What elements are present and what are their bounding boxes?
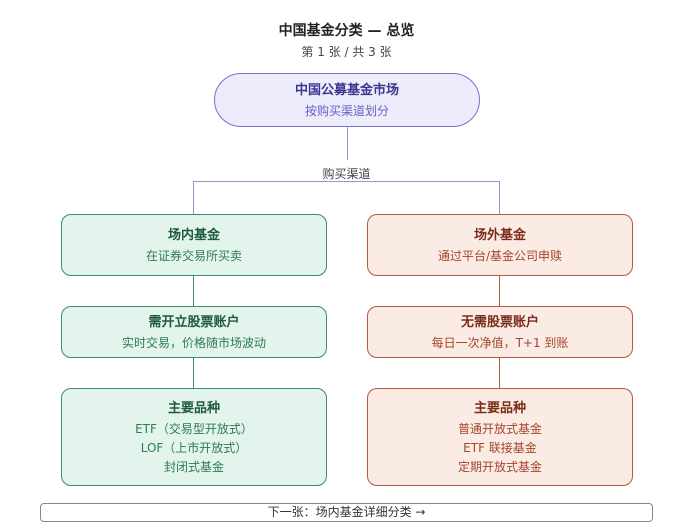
node-text: 实时交易，价格随市场波动 bbox=[121, 336, 266, 350]
root-title: 中国公募基金市场 bbox=[294, 83, 399, 98]
node-title: 场外基金 bbox=[473, 228, 526, 243]
type-item: 封闭式基金 bbox=[163, 460, 224, 474]
root-subtitle: 按购买渠道划分 bbox=[304, 104, 389, 118]
node-title: 主要品种 bbox=[473, 401, 526, 416]
type-item: LOF（上市开放式） bbox=[140, 441, 248, 455]
connector bbox=[193, 276, 194, 306]
type-item: ETF 联接基金 bbox=[463, 441, 537, 455]
connector bbox=[499, 181, 500, 214]
onexchange-types-node: 主要品种 ETF（交易型开放式） LOF（上市开放式） 封闭式基金 bbox=[61, 388, 327, 486]
type-item: ETF（交易型开放式） bbox=[135, 422, 253, 436]
page-indicator: 第 1 张 / 共 3 张 bbox=[301, 45, 392, 59]
branch-label: 购买渠道 bbox=[322, 167, 371, 181]
connector bbox=[499, 358, 500, 388]
next-slide-button[interactable]: 下一张：场内基金详细分类 → bbox=[40, 503, 653, 522]
node-text: 通过平台/基金公司申赎 bbox=[437, 249, 563, 263]
node-text: 每日一次净值，T+1 到账 bbox=[431, 336, 569, 350]
otc-types-node: 主要品种 普通开放式基金 ETF 联接基金 定期开放式基金 bbox=[367, 388, 633, 486]
node-title: 需开立股票账户 bbox=[148, 315, 240, 330]
root-node: 中国公募基金市场 按购买渠道划分 bbox=[214, 73, 480, 127]
type-item: 普通开放式基金 bbox=[457, 422, 542, 436]
node-title: 主要品种 bbox=[167, 401, 220, 416]
node-title: 场内基金 bbox=[167, 228, 220, 243]
page-title: 中国基金分类 — 总览 bbox=[278, 23, 415, 39]
node-title: 无需股票账户 bbox=[460, 315, 539, 330]
type-item: 定期开放式基金 bbox=[457, 460, 542, 474]
otc-node: 场外基金 通过平台/基金公司申赎 bbox=[367, 214, 633, 276]
node-text: 在证券交易所买卖 bbox=[145, 249, 242, 263]
connector bbox=[347, 127, 348, 160]
connector bbox=[193, 181, 500, 182]
connector bbox=[193, 358, 194, 388]
onexchange-requirement-node: 需开立股票账户 实时交易，价格随市场波动 bbox=[61, 306, 327, 358]
onexchange-node: 场内基金 在证券交易所买卖 bbox=[61, 214, 327, 276]
connector bbox=[193, 181, 194, 214]
connector bbox=[499, 276, 500, 306]
otc-requirement-node: 无需股票账户 每日一次净值，T+1 到账 bbox=[367, 306, 633, 358]
